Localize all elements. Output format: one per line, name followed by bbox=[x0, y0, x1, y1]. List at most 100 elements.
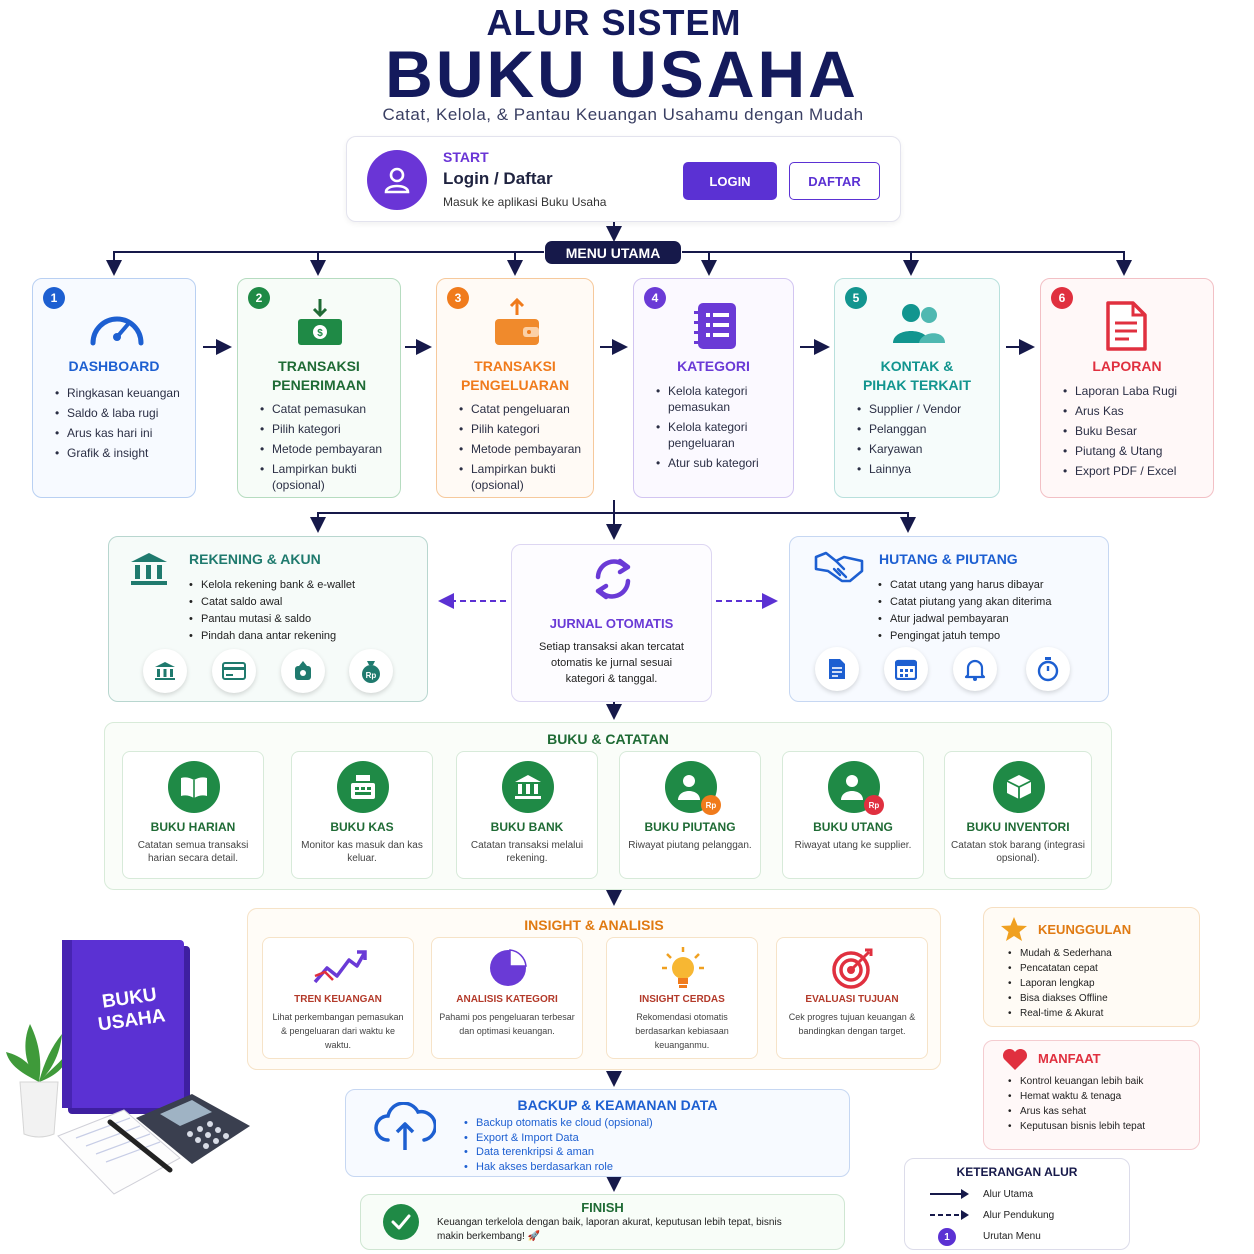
start-card: START Login / Daftar Masuk ke aplikasi B… bbox=[346, 136, 901, 222]
start-title: Login / Daftar bbox=[443, 169, 553, 188]
target-icon bbox=[831, 946, 875, 995]
list-item: Kelola kategori pengeluaran bbox=[656, 419, 777, 451]
card-title: BUKU PIUTANG bbox=[644, 820, 736, 834]
buku-utang-card[interactable]: Rp BUKU UTANG Riwayat utang ke supplier. bbox=[782, 751, 924, 879]
list-item: Saldo & laba rugi bbox=[55, 405, 187, 421]
sync-icon bbox=[590, 555, 636, 608]
legend-title: KETERANGAN ALUR bbox=[956, 1165, 1078, 1179]
card-desc: Catatan stok barang (integrasi opsional)… bbox=[951, 840, 1085, 864]
manfaat-title: MANFAAT bbox=[1038, 1051, 1101, 1066]
buku-piutang-card[interactable]: Rp BUKU PIUTANG Riwayat piutang pelangga… bbox=[619, 751, 761, 879]
order-badge: 2 bbox=[248, 287, 270, 309]
start-tag: START bbox=[443, 149, 489, 165]
pie-icon bbox=[488, 948, 528, 993]
list-item: Hemat waktu & tenaga bbox=[1008, 1089, 1148, 1104]
module-title: KATEGORI bbox=[677, 358, 750, 374]
wallet-icon bbox=[281, 649, 325, 693]
list-item: Buku Besar bbox=[1063, 423, 1205, 439]
list-item: Atur jadwal pembayaran bbox=[878, 611, 1051, 628]
list-item: Mudah & Sederhana bbox=[1008, 946, 1112, 961]
start-desc: Masuk ke aplikasi Buku Usaha bbox=[443, 195, 607, 209]
card-title: ANALISIS KATEGORI bbox=[456, 994, 558, 1005]
daftar-button[interactable]: DAFTAR bbox=[789, 162, 880, 200]
list-item: Pilih kategori bbox=[260, 421, 392, 437]
list-item: Piutang & Utang bbox=[1063, 443, 1205, 459]
list-icon bbox=[692, 301, 740, 356]
module-kontak[interactable]: 5 KONTAK & PIHAK TERKAIT Supplier / Vend… bbox=[834, 278, 1000, 498]
list-item: Real-time & Akurat bbox=[1008, 1006, 1112, 1021]
card-title: BUKU UTANG bbox=[813, 820, 893, 834]
evaluasi-card[interactable]: EVALUASI TUJUAN Cek progres tujuan keuan… bbox=[776, 937, 928, 1059]
list-item: Pelanggan bbox=[857, 421, 991, 437]
supplier-rp-icon: Rp bbox=[828, 761, 884, 815]
desk-illustration: BUKU USAHA bbox=[0, 930, 260, 1210]
jurnal-card[interactable]: JURNAL OTOMATIS Setiap transaksi akan te… bbox=[511, 544, 712, 702]
list-item: Lainnya bbox=[857, 461, 991, 477]
card-title: BUKU BANK bbox=[490, 820, 564, 834]
rp-badge: Rp bbox=[864, 795, 884, 815]
rekening-title: REKENING & AKUN bbox=[189, 551, 321, 567]
bank-icon bbox=[143, 649, 187, 693]
report-icon bbox=[1105, 301, 1147, 356]
module-penerimaan[interactable]: 2 $ TRANSAKSI PENERIMAAN Catat pemasukan… bbox=[237, 278, 401, 498]
tren-card[interactable]: TREN KEUANGAN Lihat perkembangan pemasuk… bbox=[262, 937, 414, 1059]
buku-bank-card[interactable]: BUKU BANK Catatan transaksi melalui reke… bbox=[456, 751, 598, 879]
list-item: Laporan lengkap bbox=[1008, 976, 1112, 991]
insight-section: INSIGHT & ANALISIS TREN KEUANGAN Lihat p… bbox=[247, 908, 941, 1070]
module-title: DASHBOARD bbox=[68, 358, 160, 374]
buku-harian-card[interactable]: BUKU HARIAN Catatan semua transaksi hari… bbox=[122, 751, 264, 879]
card-desc: Lihat perkembangan pemasukan & pengeluar… bbox=[272, 1012, 404, 1050]
list-item: Backup otomatis ke cloud (opsional) bbox=[464, 1116, 653, 1131]
rp-badge: Rp bbox=[701, 795, 721, 815]
buku-kas-card[interactable]: BUKU KAS Monitor kas masuk dan kas kelua… bbox=[291, 751, 433, 879]
module-dashboard[interactable]: 1 DASHBOARD Ringkasan keuangan Saldo & l… bbox=[32, 278, 196, 498]
card-title: BUKU INVENTORI bbox=[966, 820, 1070, 834]
wallet-out-icon bbox=[491, 297, 543, 354]
login-button[interactable]: LOGIN bbox=[683, 162, 777, 200]
list-item: Kontrol keuangan lebih baik bbox=[1008, 1074, 1148, 1089]
svg-text:Rp: Rp bbox=[366, 671, 377, 680]
title-top: ALUR SISTEM bbox=[486, 2, 742, 43]
list-item: Atur sub kategori bbox=[656, 455, 777, 471]
module-laporan[interactable]: 6 LAPORAN Laporan Laba Rugi Arus Kas Buk… bbox=[1040, 278, 1214, 498]
list-item: Metode pembayaran bbox=[459, 441, 585, 457]
list-item: Bisa diakses Offline bbox=[1008, 991, 1112, 1006]
list-item: Keputusan bisnis lebih tepat bbox=[1008, 1119, 1148, 1134]
list-item: Supplier / Vendor bbox=[857, 401, 991, 417]
buku-inventori-card[interactable]: BUKU INVENTORI Catatan stok barang (inte… bbox=[944, 751, 1092, 879]
card-title: EVALUASI TUJUAN bbox=[805, 994, 899, 1005]
rekening-card[interactable]: REKENING & AKUN Kelola rekening bank & e… bbox=[108, 536, 428, 702]
module-pengeluaran[interactable]: 3 TRANSAKSI PENGELUARAN Catat pengeluara… bbox=[436, 278, 594, 498]
cloud-upload-icon bbox=[374, 1101, 437, 1157]
money-in-icon: $ bbox=[294, 297, 346, 354]
order-badge: 1 bbox=[43, 287, 65, 309]
list-item: Catat saldo awal bbox=[189, 594, 355, 611]
list-item: Catat piutang yang akan diterima bbox=[878, 594, 1051, 611]
card-desc: Riwayat utang ke supplier. bbox=[794, 840, 912, 851]
list-item: Pencatatan cepat bbox=[1008, 961, 1112, 976]
check-icon bbox=[383, 1204, 419, 1240]
module-kategori[interactable]: 4 KATEGORI Kelola kategori pemasukan Kel… bbox=[633, 278, 794, 498]
buku-usaha-book-icon: BUKU USAHA bbox=[62, 940, 184, 1108]
card-desc: Pahami pos pengeluaran terbesar dan opti… bbox=[439, 1012, 575, 1036]
backup-card[interactable]: BACKUP & KEAMANAN DATA Backup otomatis k… bbox=[345, 1089, 850, 1177]
analisis-card[interactable]: ANALISIS KATEGORI Pahami pos pengeluaran… bbox=[431, 937, 583, 1059]
card-desc: Riwayat piutang pelanggan. bbox=[628, 840, 752, 851]
cash-register-icon bbox=[337, 761, 389, 813]
list-item: Export PDF / Excel bbox=[1063, 463, 1205, 479]
buku-section: BUKU & CATATAN BUKU HARIAN Catatan semua… bbox=[104, 722, 1112, 890]
open-book-icon bbox=[168, 761, 220, 813]
keunggulan-card: KEUNGGULAN Mudah & Sederhana Pencatatan … bbox=[983, 907, 1200, 1027]
list-item: Arus Kas bbox=[1063, 403, 1205, 419]
list-item: Arus kas hari ini bbox=[55, 425, 187, 441]
page-title: BUKU USAHA bbox=[385, 37, 859, 111]
hutang-card[interactable]: HUTANG & PIUTANG Catat utang yang harus … bbox=[789, 536, 1109, 702]
card-desc: Rekomendasi otomatis berdasarkan kebiasa… bbox=[635, 1012, 729, 1050]
insight-cerdas-card[interactable]: INSIGHT CERDAS Rekomendasi otomatis berd… bbox=[606, 937, 758, 1059]
list-item: Pengingat jatuh tempo bbox=[878, 628, 1051, 645]
contacts-icon bbox=[891, 301, 947, 350]
card-title: TREN KEUANGAN bbox=[294, 994, 382, 1005]
manfaat-card: MANFAAT Kontrol keuangan lebih baik Hema… bbox=[983, 1040, 1200, 1150]
bulb-icon bbox=[661, 946, 705, 995]
buku-title: BUKU & CATATAN bbox=[547, 731, 669, 747]
